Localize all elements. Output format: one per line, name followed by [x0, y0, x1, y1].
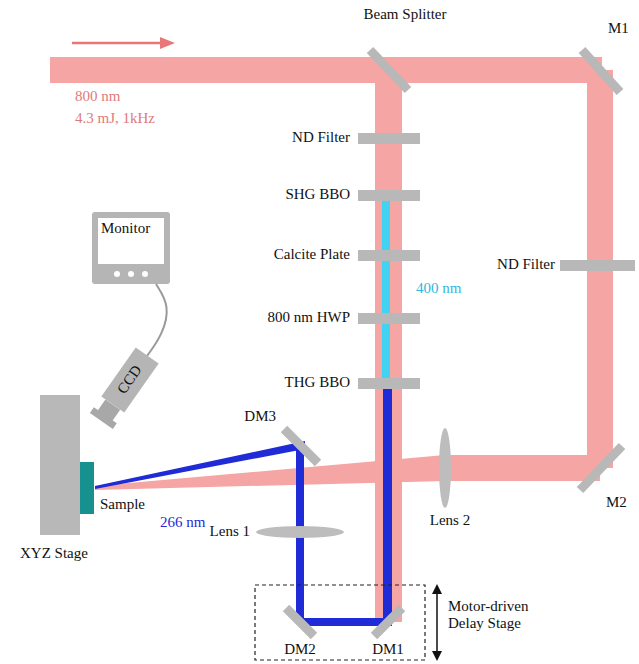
- nd-filter: [358, 133, 420, 144]
- part-label: Lens 1: [210, 523, 250, 540]
- beam-splitter: [370, 50, 408, 90]
- nd-filter: [560, 260, 635, 271]
- waveplate: [358, 313, 420, 324]
- part-label: M1: [608, 20, 629, 37]
- mirror: [580, 446, 622, 490]
- monitor-button: [114, 271, 120, 277]
- crystal: [358, 190, 420, 201]
- dichroic-mirror: [284, 429, 318, 463]
- laser-beam: [375, 70, 402, 622]
- calcite-plate: [358, 250, 420, 261]
- part-label: DM2: [284, 641, 316, 658]
- direction-arrow: [72, 42, 162, 45]
- ccd-camera: CCD: [101, 347, 158, 412]
- arrow-head: [432, 651, 442, 661]
- focused-beam: [95, 455, 445, 490]
- part-label: Lens 2: [430, 512, 470, 529]
- part-label: 4.3 mJ, 1kHz: [75, 110, 155, 127]
- cable: [147, 284, 167, 356]
- uv-beam: [95, 441, 305, 489]
- part-label: THG BBO: [285, 374, 350, 391]
- part-label: 800 nm HWP: [268, 309, 351, 326]
- part-label: SHG BBO: [285, 186, 350, 203]
- crystal: [358, 378, 420, 389]
- part-label: DM1: [372, 641, 404, 658]
- sample: [80, 462, 94, 514]
- uv-beam: [383, 386, 392, 622]
- part-label: Motor-driven Delay Stage: [448, 598, 548, 633]
- uv-beam: [300, 618, 392, 626]
- dichroic-mirror: [286, 608, 314, 636]
- node-text: Monitor: [101, 220, 170, 237]
- arrow-head: [160, 37, 175, 49]
- monitor: Monitor: [92, 212, 170, 284]
- dichroic-mirror: [374, 608, 402, 636]
- double-arrow: [436, 592, 438, 653]
- part-label: 266 nm: [160, 514, 205, 531]
- mirror: [582, 50, 620, 92]
- lens: [256, 526, 344, 538]
- part-label: Beam Splitter: [364, 6, 447, 23]
- part-label: 800 nm: [75, 88, 120, 105]
- part-label: Sample: [100, 496, 145, 513]
- part-label: ND Filter: [292, 129, 350, 146]
- node-text: CCD: [105, 350, 154, 409]
- part-label: XYZ Stage: [20, 545, 88, 562]
- part-label: M2: [606, 494, 627, 511]
- camera-lens: [90, 407, 117, 429]
- xyz-stage: [40, 395, 80, 535]
- part-label: ND Filter: [497, 256, 555, 273]
- monitor-button: [128, 271, 134, 277]
- monitor-button: [142, 271, 148, 277]
- laser-beam: [445, 455, 600, 481]
- delay-stage-box: [255, 585, 425, 660]
- laser-beam: [50, 57, 602, 83]
- monitor-frame: [92, 212, 170, 284]
- lens: [439, 428, 451, 508]
- blue-beam: [382, 200, 390, 383]
- part-label: 400 nm: [416, 280, 461, 297]
- part-label: DM3: [244, 408, 276, 425]
- arrow-head: [432, 584, 442, 594]
- part-label: Calcite Plate: [274, 246, 350, 263]
